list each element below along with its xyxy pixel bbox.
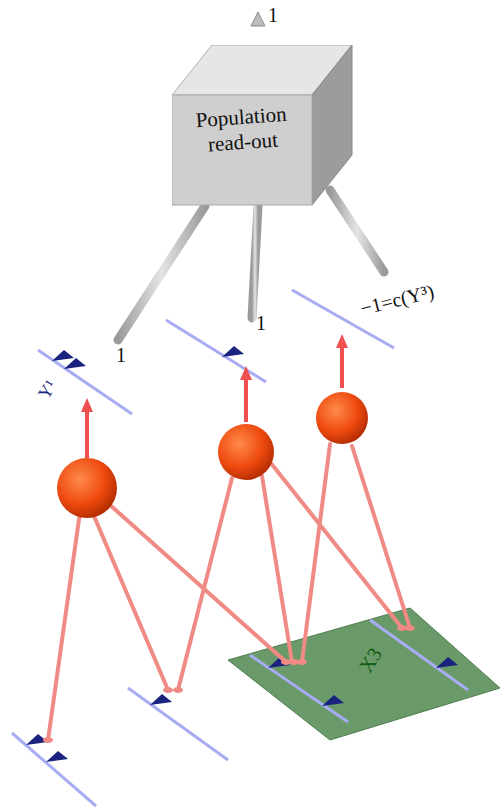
input-plane — [228, 608, 500, 740]
region-label: X3 — [354, 643, 387, 676]
train-label: Y¹ — [34, 376, 62, 403]
readout-weights — [118, 190, 384, 340]
readout-box: Population read-out — [172, 45, 354, 207]
weight-value: 1 — [256, 312, 266, 335]
output-spikes — [52, 346, 244, 369]
input-region: X3 — [228, 608, 500, 740]
box-side — [312, 45, 352, 205]
axon-heads — [81, 334, 348, 412]
input-spike-trains — [12, 620, 468, 806]
spikes — [26, 657, 458, 762]
plane-shape — [228, 608, 500, 740]
box-front — [172, 95, 312, 205]
weight-equation: −1=c(Y³) — [358, 280, 437, 321]
box-title: Population read-out — [174, 100, 309, 159]
synapses — [43, 625, 415, 743]
weight-value: 1 — [116, 344, 126, 367]
neurons — [57, 392, 368, 518]
output-value: 1 — [268, 4, 278, 27]
synaptic-inputs — [48, 444, 410, 740]
